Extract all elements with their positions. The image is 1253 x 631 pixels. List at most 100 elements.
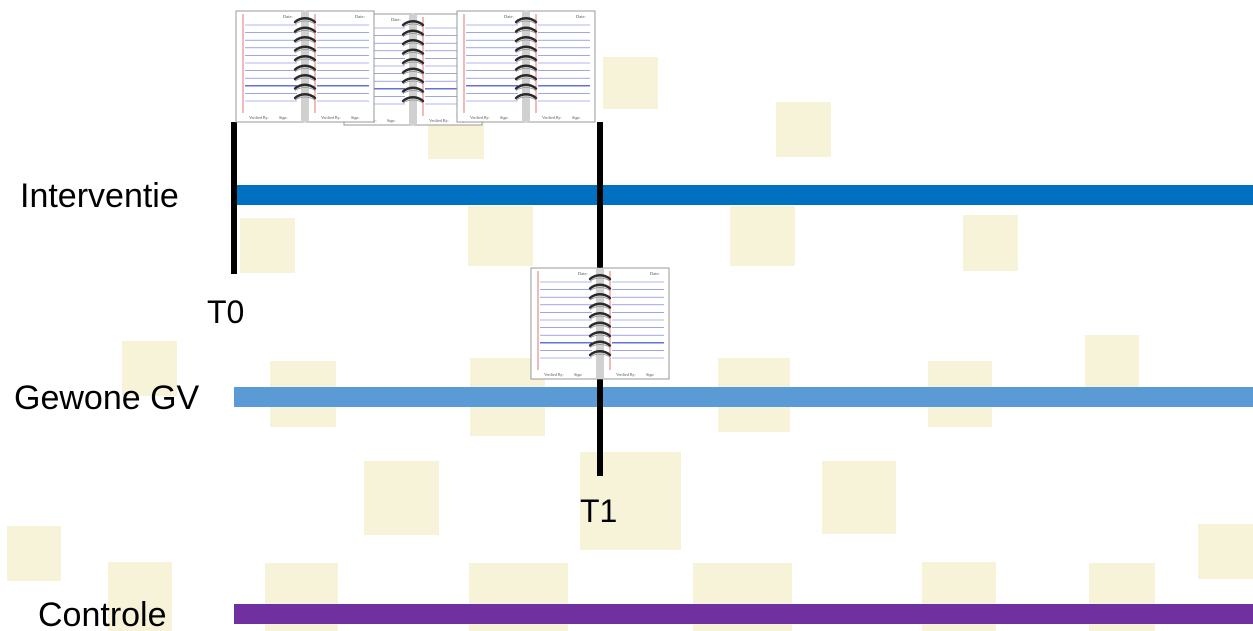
notebook-spiral-highlight	[589, 277, 611, 282]
spiral-notebook-icon: Date:Date:Verified By:Sign:Verified By:S…	[456, 10, 596, 123]
notebook-spiral-ring	[514, 26, 538, 33]
notebook-header-text: Date:	[355, 14, 365, 19]
notebook-spiral-highlight	[402, 42, 424, 47]
notebook-spiral-highlight	[515, 20, 537, 25]
notebook-spiral-ring	[401, 39, 425, 46]
background-square	[776, 102, 831, 157]
background-square	[580, 452, 681, 550]
gewone-gv-label: Gewone GV	[14, 379, 200, 417]
notebook-spiral-ring	[293, 36, 317, 43]
notebook-footer-text: Sign:	[279, 115, 287, 120]
notebook-spiral-highlight	[294, 30, 316, 34]
notebook-spiral-highlight	[589, 344, 611, 348]
notebook-footer-text: Verified By:	[321, 115, 341, 120]
notebook-spiral-highlight	[294, 77, 316, 82]
notebook-footer-text: Sign:	[574, 372, 582, 377]
notebook-spiral-highlight	[589, 334, 611, 339]
notebook-spiral-ring	[293, 93, 317, 100]
notebook-header-text: Date:	[283, 14, 293, 19]
notebook-header-text: Date:	[576, 14, 586, 19]
controle-label: Controle	[38, 596, 167, 631]
notebook-page-right	[600, 267, 670, 380]
notebook-spiral-highlight	[515, 87, 537, 91]
notebook-spiral-ring	[514, 83, 538, 90]
notebook-spiral-ring	[293, 83, 317, 90]
notebook-spiral-highlight	[515, 39, 537, 44]
notebook-spiral-ring	[401, 20, 425, 27]
notebook-spiral-highlight	[294, 49, 316, 53]
notebook-footer-text: Verified By:	[470, 115, 490, 120]
notebook-header-text: Date:	[391, 17, 401, 22]
notebook-spiral-highlight	[589, 306, 611, 310]
notebook-footer-text: Verified By:	[249, 115, 269, 120]
notebook-spiral-ring	[514, 45, 538, 52]
notebook-page-left	[456, 10, 526, 123]
notebook-spiral-highlight	[402, 99, 424, 104]
notebook-header-text: Date:	[650, 271, 660, 276]
notebook-spiral-ring	[401, 86, 425, 93]
notebook-spiral-ring	[514, 17, 538, 24]
notebook-spiral-ring	[293, 26, 317, 33]
notebook-spiral-ring	[293, 17, 317, 24]
notebook-footer-text: Sign:	[646, 372, 654, 377]
notebook-page-left	[235, 10, 305, 123]
notebook-spiral-ring	[514, 55, 538, 62]
notebook-spiral-ring	[588, 312, 612, 319]
notebook-spiral-ring	[588, 331, 612, 338]
background-square	[822, 461, 896, 534]
notebook-spiral-ring	[588, 293, 612, 300]
interventie-label: Interventie	[20, 177, 179, 215]
notebook-footer-text: Sign:	[351, 115, 359, 120]
t0-line	[231, 122, 237, 274]
notebook-spiral-highlight	[294, 58, 316, 63]
t1-label: T1	[580, 493, 618, 529]
notebook-footer-text: Sign:	[500, 115, 508, 120]
notebook-spiral-ring	[401, 77, 425, 84]
notebook-spiral-ring	[588, 274, 612, 281]
notebook-spiral-ring	[293, 45, 317, 52]
notebook-spiral-ring	[401, 67, 425, 74]
notebook-spiral-highlight	[402, 52, 424, 56]
notebook-spiral-highlight	[515, 68, 537, 72]
notebook-spiral-ring	[293, 55, 317, 62]
background-square	[240, 218, 295, 273]
background-square	[108, 562, 172, 631]
notebook-header-text: Date:	[578, 271, 588, 276]
notebook-spiral-ring	[588, 340, 612, 347]
notebook-footer-text: Sign:	[572, 115, 580, 120]
notebook-spiral-highlight	[294, 87, 316, 91]
notebook-spiral-ring	[401, 96, 425, 103]
t0-label: T0	[207, 294, 245, 330]
notebook-spiral-ring	[588, 283, 612, 290]
notebook-spiral-ring	[588, 302, 612, 309]
notebook-spiral-highlight	[515, 49, 537, 53]
notebook-footer-text: Sign:	[387, 118, 395, 123]
notebook-spiral-ring	[401, 48, 425, 55]
notebook-spiral-highlight	[402, 80, 424, 85]
notebook-spiral-highlight	[589, 296, 611, 301]
notebook-spiral-highlight	[402, 33, 424, 37]
notebook-spiral-highlight	[294, 96, 316, 101]
interventie-bar	[236, 185, 1253, 205]
notebook-spiral-highlight	[589, 325, 611, 329]
notebook-spiral-highlight	[515, 77, 537, 82]
notebook-spiral-highlight	[589, 315, 611, 320]
notebook-spiral-ring	[401, 29, 425, 36]
background-square	[963, 215, 1018, 271]
background-square	[730, 206, 795, 266]
notebook-page-right	[305, 10, 375, 123]
notebook-spiral-ring	[293, 64, 317, 71]
notebook-footer-text: Verified By:	[429, 118, 449, 123]
controle-bar	[234, 604, 1253, 624]
notebook-header-text: Date:	[504, 14, 514, 19]
notebook-page-right	[526, 10, 596, 123]
notebook-spiral-highlight	[515, 96, 537, 101]
background-square	[468, 206, 533, 266]
notebook-spiral-ring	[588, 350, 612, 357]
background-square	[1085, 335, 1139, 390]
background-square	[603, 57, 658, 109]
notebook-spiral-ring	[514, 74, 538, 81]
background-square	[7, 526, 61, 581]
notebook-spiral-highlight	[402, 90, 424, 94]
